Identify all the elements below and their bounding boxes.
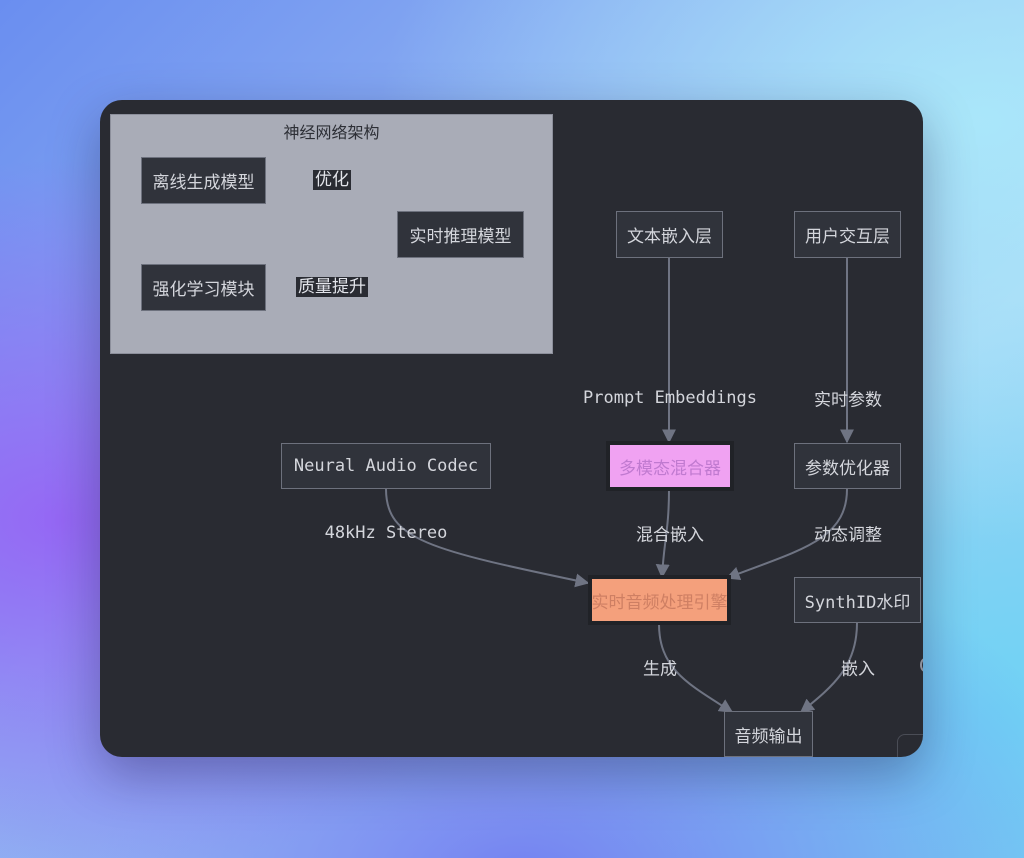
edge-label-embed: 嵌入 — [841, 659, 875, 680]
edge-codec-to-engine — [385, 488, 590, 588]
node-realtime-inference[interactable]: 实时推理模型 — [397, 211, 524, 258]
corner-control — [897, 734, 923, 757]
edge-label-48khz-stereo: 48kHz Stereo — [324, 523, 448, 543]
node-neural-audio-codec[interactable]: Neural Audio Codec — [281, 443, 491, 489]
node-audio-output[interactable]: 音频输出 — [724, 711, 813, 757]
node-synthid-watermark[interactable]: SynthID水印 — [794, 577, 921, 623]
node-rl-module[interactable]: 强化学习模块 — [141, 264, 266, 311]
edge-label-generate: 生成 — [643, 659, 677, 680]
node-offline-model[interactable]: 离线生成模型 — [141, 157, 266, 204]
subgraph-title: 神经网络架构 — [283, 123, 380, 142]
edge-mixer-to-engine — [655, 488, 670, 579]
edge-label-dynamic-adjust: 动态调整 — [814, 525, 882, 546]
node-multimodal-mixer[interactable]: 多模态混合器 — [606, 441, 734, 491]
edge-label-mixed-embedding: 混合嵌入 — [636, 525, 704, 546]
edge-label-realtime-params: 实时参数 — [814, 390, 882, 411]
edge-synthid-to-output — [799, 622, 858, 713]
edge-engine-to-output — [658, 623, 734, 713]
edge-label-quality: 质量提升 — [296, 277, 368, 297]
edge-label-prompt-embeddings: Prompt Embeddings — [583, 388, 757, 408]
node-realtime-audio-engine[interactable]: 实时音频处理引擎 — [588, 575, 731, 625]
diagram-canvas: 神经网络架构 离线生成模型 强化学习模块 实时推理模型 优化 质量提升 文本嵌入… — [100, 100, 923, 757]
partial-node-edge — [920, 658, 923, 672]
node-param-optimizer[interactable]: 参数优化器 — [794, 443, 901, 489]
node-text-embedding[interactable]: 文本嵌入层 — [616, 211, 723, 258]
edge-param-to-engine — [725, 488, 848, 581]
edge-label-optimize: 优化 — [313, 170, 351, 190]
node-user-interaction[interactable]: 用户交互层 — [794, 211, 901, 258]
